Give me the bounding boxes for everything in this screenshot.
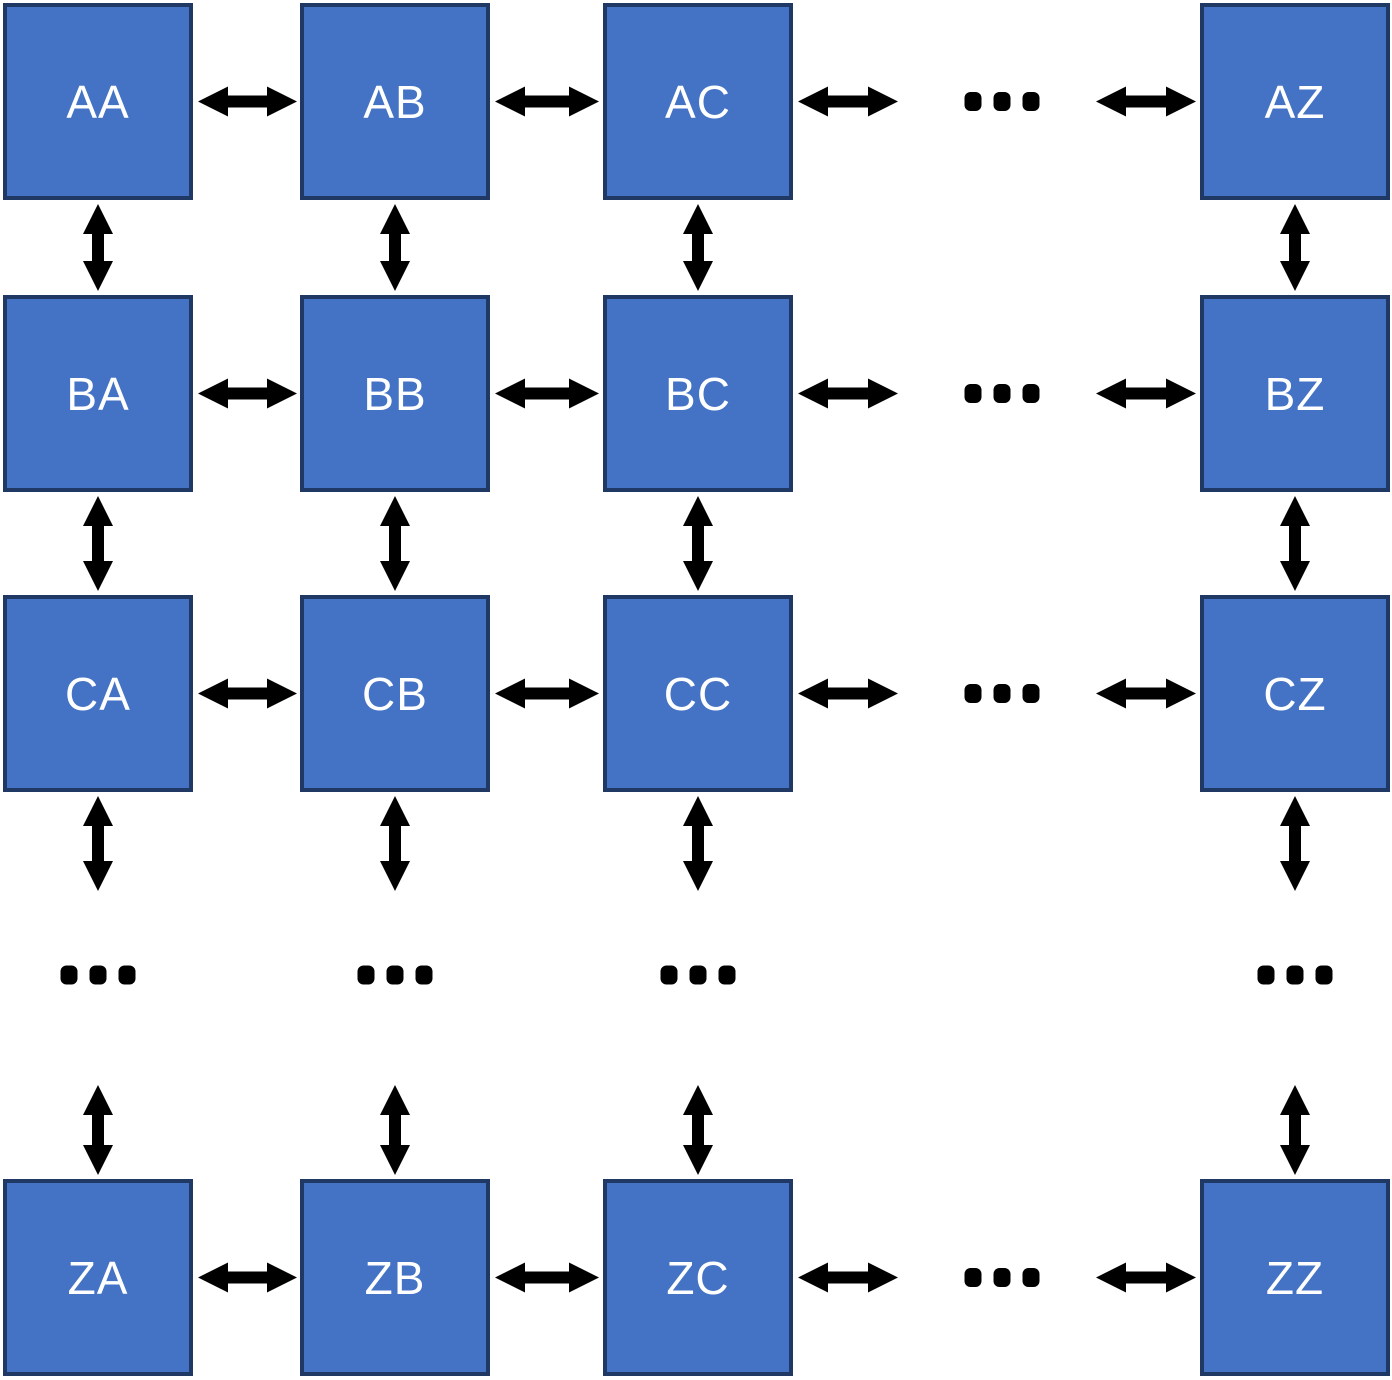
node-BA: BA xyxy=(3,295,193,492)
node-AB: AB xyxy=(300,3,490,200)
double-arrow-colA-B-C xyxy=(83,496,113,591)
double-arrow-colC-dots-Z xyxy=(683,1085,713,1175)
node-CB: CB xyxy=(300,595,490,792)
ellipsis-dot xyxy=(1257,965,1275,985)
ellipsis-dot xyxy=(1022,92,1040,111)
double-arrow-colC-C-dots xyxy=(683,796,713,891)
ellipsis-dot xyxy=(1022,384,1040,403)
double-arrow-colA-dots-Z xyxy=(83,1085,113,1175)
ellipsis-colC-omitted-rows xyxy=(660,965,736,985)
ellipsis-rowB-omitted-columns xyxy=(964,384,1040,403)
double-arrow-colA-A-B xyxy=(83,204,113,291)
ellipsis-dot xyxy=(993,1268,1011,1287)
ellipsis-colA-omitted-rows xyxy=(60,965,136,985)
ellipsis-dot xyxy=(118,965,136,985)
ellipsis-dot xyxy=(1315,965,1333,985)
double-arrow-rowB-A-B xyxy=(198,378,297,409)
node-ZA: ZA xyxy=(3,1179,193,1376)
node-BC: BC xyxy=(603,295,793,492)
ellipsis-dot xyxy=(415,965,433,985)
node-ZC: ZC xyxy=(603,1179,793,1376)
ellipsis-rowC-omitted-columns xyxy=(964,684,1040,703)
double-arrow-rowZ-B-C xyxy=(495,1262,599,1293)
node-AA: AA xyxy=(3,3,193,200)
ellipsis-dot xyxy=(660,965,678,985)
ellipsis-dot xyxy=(993,684,1011,703)
double-arrow-rowB-B-C xyxy=(495,378,599,409)
double-arrow-colB-C-dots xyxy=(380,796,410,891)
double-arrow-rowA-B-C xyxy=(495,86,599,117)
double-arrow-colZ-dots-Z xyxy=(1280,1085,1310,1175)
double-arrow-colZ-C-dots xyxy=(1280,796,1310,891)
ellipsis-dot xyxy=(964,384,982,403)
node-ZZ: ZZ xyxy=(1200,1179,1390,1376)
ellipsis-dot xyxy=(1022,1268,1040,1287)
ellipsis-rowZ-omitted-columns xyxy=(964,1268,1040,1287)
ellipsis-rowA-omitted-columns xyxy=(964,92,1040,111)
ellipsis-dot xyxy=(964,684,982,703)
double-arrow-colA-C-dots xyxy=(83,796,113,891)
double-arrow-colB-A-B xyxy=(380,204,410,291)
ellipsis-dot xyxy=(89,965,107,985)
ellipsis-dot xyxy=(993,92,1011,111)
double-arrow-rowC-dots-Z xyxy=(1096,678,1196,709)
double-arrow-rowB-dots-Z xyxy=(1096,378,1196,409)
double-arrow-rowA-C-dots xyxy=(798,86,898,117)
ellipsis-dot xyxy=(386,965,404,985)
double-arrow-colB-dots-Z xyxy=(380,1085,410,1175)
node-BB: BB xyxy=(300,295,490,492)
double-arrow-rowA-A-B xyxy=(198,86,297,117)
ellipsis-dot xyxy=(357,965,375,985)
ellipsis-dot xyxy=(1022,684,1040,703)
ellipsis-dot xyxy=(718,965,736,985)
ellipsis-dot xyxy=(60,965,78,985)
node-ZB: ZB xyxy=(300,1179,490,1376)
double-arrow-colZ-B-C xyxy=(1280,496,1310,591)
node-AZ: AZ xyxy=(1200,3,1390,200)
double-arrow-rowZ-dots-Z xyxy=(1096,1262,1196,1293)
node-CZ: CZ xyxy=(1200,595,1390,792)
node-BZ: BZ xyxy=(1200,295,1390,492)
double-arrow-rowA-dots-Z xyxy=(1096,86,1196,117)
double-arrow-colC-A-B xyxy=(683,204,713,291)
double-arrow-rowC-B-C xyxy=(495,678,599,709)
double-arrow-rowZ-C-dots xyxy=(798,1262,898,1293)
ellipsis-dot xyxy=(993,384,1011,403)
node-AC: AC xyxy=(603,3,793,200)
ellipsis-colZ-omitted-rows xyxy=(1257,965,1333,985)
node-CC: CC xyxy=(603,595,793,792)
double-arrow-rowB-C-dots xyxy=(798,378,898,409)
double-arrow-rowC-C-dots xyxy=(798,678,898,709)
ellipsis-dot xyxy=(964,1268,982,1287)
ellipsis-dot xyxy=(689,965,707,985)
double-arrow-colZ-A-B xyxy=(1280,204,1310,291)
ellipsis-dot xyxy=(964,92,982,111)
node-CA: CA xyxy=(3,595,193,792)
ellipsis-dot xyxy=(1286,965,1304,985)
double-arrow-colB-B-C xyxy=(380,496,410,591)
double-arrow-colC-B-C xyxy=(683,496,713,591)
ellipsis-colB-omitted-rows xyxy=(357,965,433,985)
double-arrow-rowZ-A-B xyxy=(198,1262,297,1293)
double-arrow-rowC-A-B xyxy=(198,678,297,709)
